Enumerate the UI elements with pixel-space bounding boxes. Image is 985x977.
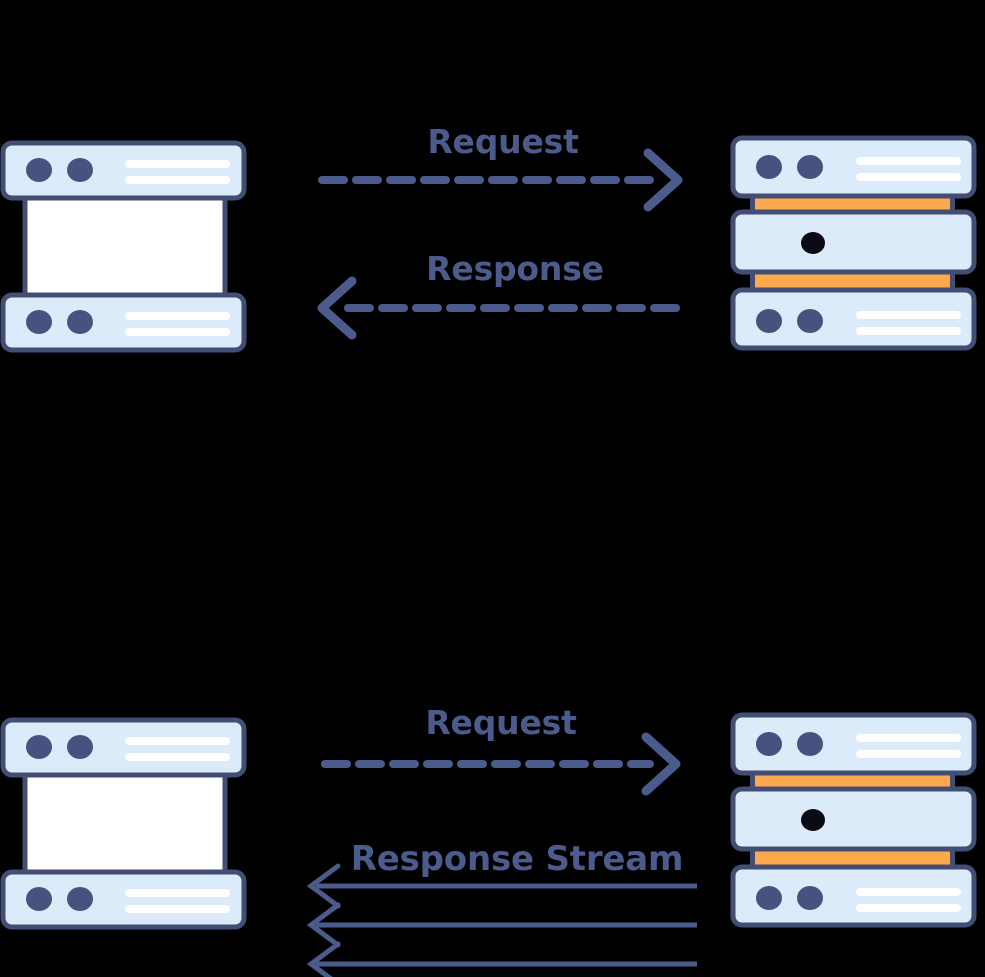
client-server-unary xyxy=(3,143,244,350)
label-request-bottom: Request xyxy=(425,703,577,742)
request-arrow-top xyxy=(318,148,683,212)
section-request-response-stream xyxy=(3,715,974,927)
section-request-response: Request Response xyxy=(3,122,974,350)
label-response-stream: Response Stream xyxy=(351,839,683,879)
remote-server-unary xyxy=(733,138,974,348)
response-arrow-top xyxy=(317,276,682,340)
response-stream-arrow-3 xyxy=(306,941,697,977)
label-request-top: Request xyxy=(427,122,579,161)
request-arrow-bottom xyxy=(321,732,681,796)
response-stream-arrow-2 xyxy=(306,902,697,948)
remote-server-stream xyxy=(733,715,974,925)
label-response-top: Response xyxy=(426,249,604,288)
client-server-stream xyxy=(3,720,244,927)
response-stream-arrow-1 xyxy=(306,863,697,909)
